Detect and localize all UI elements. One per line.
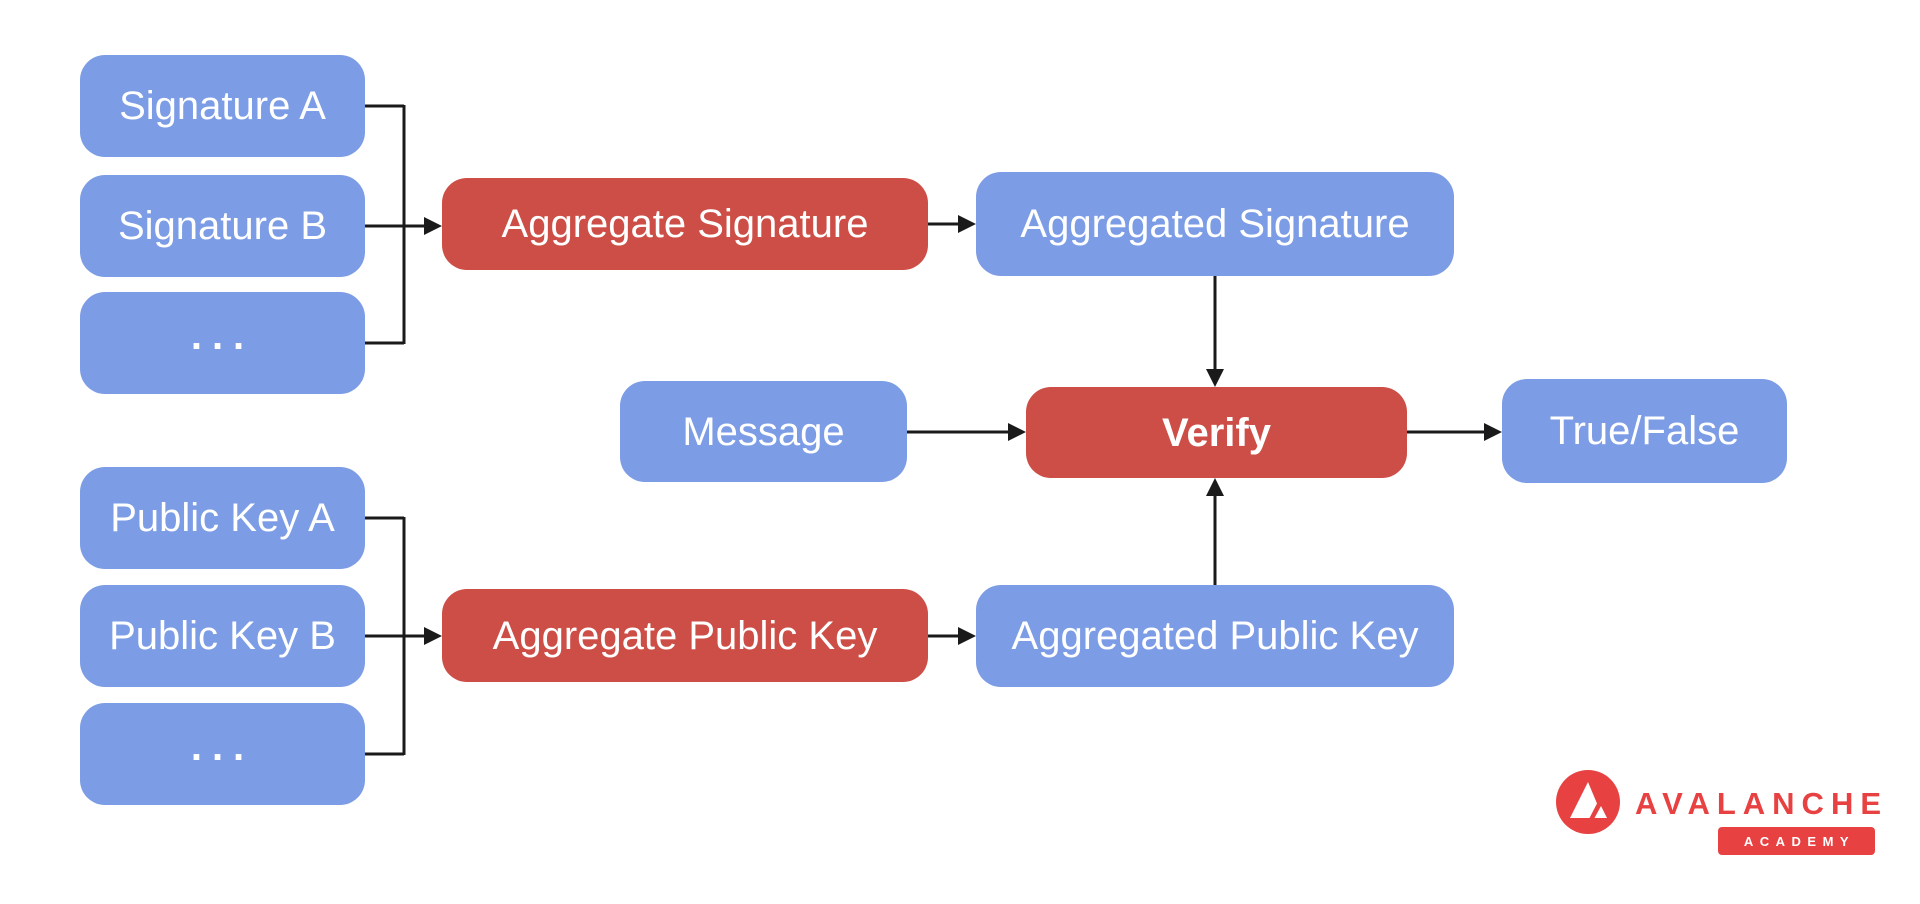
node-true-false-label: True/False [1549, 409, 1740, 453]
node-public-key-a-label: Public Key A [110, 496, 335, 540]
node-public-key-ellipsis: ... [80, 703, 365, 805]
node-public-key-b-label: Public Key B [109, 614, 336, 658]
node-public-key-b: Public Key B [80, 585, 365, 687]
node-true-false: True/False [1502, 379, 1787, 483]
node-aggregate-signature-label: Aggregate Signature [501, 202, 869, 246]
node-aggregated-signature-label: Aggregated Signature [1020, 202, 1410, 246]
arrowhead-into-true-false [1484, 423, 1502, 441]
brand-name-text: AVALANCHE [1635, 786, 1889, 821]
avalanche-triangle-icon [1556, 770, 1620, 834]
node-message-label: Message [682, 409, 845, 454]
arrowhead-into-aggregated-public-key [958, 627, 976, 645]
arrowhead-into-aggregate-public-key [424, 627, 442, 645]
arrowhead-up-into-verify [1206, 478, 1224, 496]
arrowhead-into-aggregate-signature [424, 217, 442, 235]
node-signature-ellipsis: ... [80, 292, 365, 394]
node-message: Message [620, 381, 907, 482]
arrowhead-into-aggregated-signature [958, 215, 976, 233]
avalanche-academy-logo: AVALANCHE ACADEMY [1548, 762, 1888, 862]
node-signature-a-label: Signature A [119, 84, 326, 128]
arrowhead-into-verify-left [1008, 423, 1026, 441]
node-signature-b-label: Signature B [117, 204, 328, 248]
node-verify-label: Verify [1162, 410, 1271, 455]
node-aggregate-signature: Aggregate Signature [442, 178, 928, 270]
brand-academy-badge: ACADEMY [1718, 827, 1875, 855]
node-aggregated-signature: Aggregated Signature [976, 172, 1454, 276]
node-aggregated-public-key: Aggregated Public Key [976, 585, 1454, 687]
node-verify: Verify [1026, 387, 1407, 478]
arrowhead-down-into-verify [1206, 369, 1224, 387]
node-signature-ellipsis-label: ... [190, 314, 255, 358]
node-signature-b: Signature B [80, 175, 365, 277]
node-aggregated-public-key-label: Aggregated Public Key [1011, 614, 1419, 658]
node-signature-a: Signature A [80, 55, 365, 157]
node-aggregate-public-key-label: Aggregate Public Key [492, 613, 878, 658]
node-public-key-a: Public Key A [80, 467, 365, 569]
node-aggregate-public-key: Aggregate Public Key [442, 589, 928, 682]
node-public-key-ellipsis-label: ... [190, 725, 255, 769]
